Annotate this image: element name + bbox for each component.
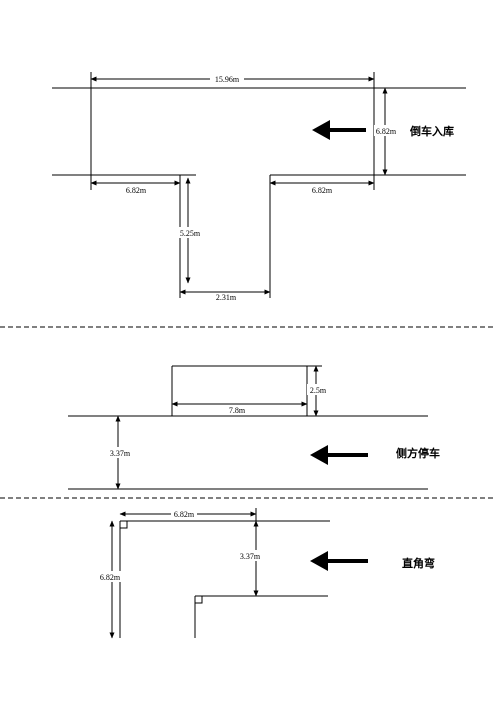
dimension-slot-length-label: 7.8m [229, 406, 246, 415]
right-angle-mark [120, 521, 128, 529]
dimension-corner-width-label: 6.82m [174, 510, 195, 519]
arrow-left-icon [310, 551, 368, 571]
arrow-left-icon [310, 445, 368, 465]
dimension-road-width-label: 6.82m [376, 127, 397, 136]
dimension-road-width-label: 3.37m [110, 449, 131, 458]
dimension-left-offset-label: 6.82m [126, 186, 147, 195]
side-parking-section: 2.5m 7.8m 3.37m 侧方停车 [68, 365, 440, 490]
dimension-right-offset-label: 6.82m [312, 186, 333, 195]
arrow-left-icon [312, 120, 366, 140]
dimension-bay-width-label: 2.31m [216, 293, 237, 302]
dimension-slot-depth-label: 2.5m [310, 386, 327, 395]
dimension-width-label: 15.96m [215, 75, 240, 84]
section-title: 倒车入库 [409, 124, 454, 138]
section-title: 直角弯 [402, 556, 435, 570]
section-title: 侧方停车 [396, 446, 440, 460]
dimension-corner-height-label: 6.82m [100, 573, 121, 582]
dimension-bay-depth-label: 5.25m [180, 229, 201, 238]
right-angle-turn-section: 6.82m 3.37m 6.82m 直角弯 [97, 508, 435, 639]
right-angle-mark [195, 596, 203, 604]
reverse-parking-section: 15.96m 6.82m 6.82m 6.82m 5.25m 2.31m 倒车入… [52, 72, 466, 302]
dimension-lane-width-label: 3.37m [240, 552, 261, 561]
